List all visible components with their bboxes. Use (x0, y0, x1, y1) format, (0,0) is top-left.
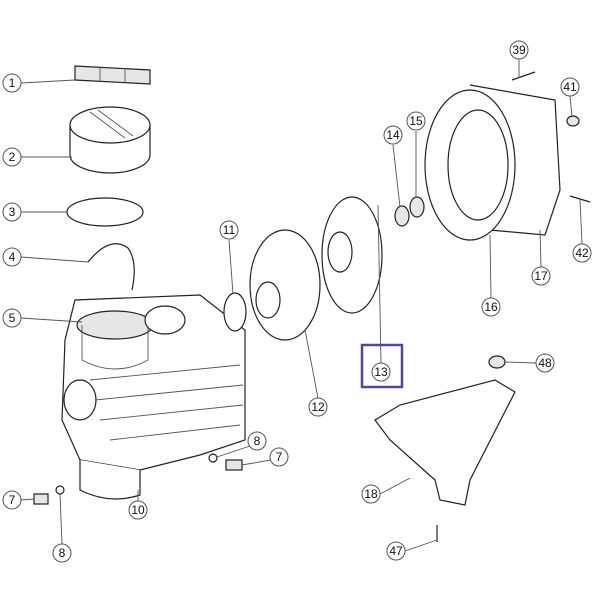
callout-label: 16 (484, 300, 498, 314)
callout-circle (269, 447, 289, 467)
callout-label: 42 (575, 246, 589, 260)
callout-circle (371, 362, 391, 382)
callout-label: 2 (9, 150, 16, 164)
callout-circle (2, 490, 22, 510)
part-39-bolt (511, 71, 536, 81)
part-11-o-ring (223, 292, 247, 332)
callout-label: 8 (59, 546, 66, 560)
callout-10: 10 (128, 500, 148, 520)
callout-18: 18 (361, 484, 381, 504)
part-42-bolt (569, 195, 591, 203)
callout-label: 14 (386, 128, 400, 142)
callout-15: 15 (406, 111, 426, 131)
callout-3: 3 (2, 202, 22, 222)
callout-8: 8 (52, 543, 72, 563)
callout-circle (361, 484, 381, 504)
callout-label: 48 (538, 356, 552, 370)
callout-circle (2, 247, 22, 267)
part-16-17-motor-bracket (424, 84, 561, 241)
callout-circle (2, 147, 22, 167)
callout-42: 42 (572, 243, 592, 263)
callout-label: 7 (276, 450, 283, 464)
callout-circle (572, 243, 592, 263)
part-1-cover-handle (74, 65, 151, 85)
callout-4: 4 (2, 247, 22, 267)
callout-circle (52, 543, 72, 563)
callout-circle (2, 73, 22, 93)
callout-1: 1 (2, 73, 22, 93)
part-7-plug (225, 459, 243, 471)
callout-circle (481, 297, 501, 317)
callout-circle (2, 308, 22, 328)
callout-39: 39 (509, 40, 529, 60)
highlight-box-13 (360, 343, 404, 389)
callout-5: 5 (2, 308, 22, 328)
part-7-plug (33, 493, 49, 505)
callout-label: 17 (534, 269, 548, 283)
callout-circle (2, 202, 22, 222)
part-4-clip (87, 243, 135, 291)
callout-circle (406, 111, 426, 131)
callout-12: 12 (308, 397, 328, 417)
callout-label: 41 (563, 80, 577, 94)
callout-16: 16 (481, 297, 501, 317)
part-8-o-ring (208, 453, 218, 463)
callout-label: 7 (9, 493, 16, 507)
callout-label: 12 (311, 400, 325, 414)
callout-label: 15 (409, 114, 423, 128)
callout-label: 8 (254, 434, 261, 448)
part-41-washer (566, 115, 580, 127)
callout-41: 41 (560, 77, 580, 97)
part-18-foot-bracket (374, 379, 516, 506)
callout-label: 11 (223, 223, 236, 237)
callout-circle (386, 541, 406, 561)
part-10-pump-body (61, 294, 246, 500)
part-12-diffuser (249, 229, 321, 341)
callout-7: 7 (2, 490, 22, 510)
part-2-lid (69, 106, 151, 174)
callout-label: 1 (9, 76, 16, 90)
part-14-bearing (394, 205, 410, 227)
part-5-basket (76, 310, 154, 340)
callout-11: 11 (219, 220, 239, 240)
callout-14: 14 (383, 125, 403, 145)
callout-13: 13 (371, 362, 391, 382)
callout-circle (535, 353, 555, 373)
callout-circle (128, 500, 148, 520)
callout-48: 48 (535, 353, 555, 373)
callout-47: 47 (386, 541, 406, 561)
callout-7: 7 (269, 447, 289, 467)
callout-8: 8 (247, 431, 267, 451)
callout-circle (531, 266, 551, 286)
callout-17: 17 (531, 266, 551, 286)
leader-lines (20, 59, 583, 552)
callout-circle (219, 220, 239, 240)
callout-label: 5 (9, 311, 16, 325)
part-8-o-ring (55, 485, 65, 495)
part-13-impeller (321, 196, 383, 314)
callout-circle (560, 77, 580, 97)
part-48-washer (488, 355, 506, 369)
callout-label: 3 (9, 205, 16, 219)
callout-label: 13 (374, 365, 388, 379)
callout-label: 18 (364, 487, 378, 501)
part-15-seal (409, 196, 425, 218)
callout-circle (308, 397, 328, 417)
callout-label: 47 (389, 544, 403, 558)
callout-label: 10 (131, 503, 145, 517)
callout-label: 39 (512, 43, 526, 57)
callout-circle (509, 40, 529, 60)
callout-circle (247, 431, 267, 451)
part-3-o-ring (66, 197, 144, 227)
callout-label: 4 (9, 250, 16, 264)
callout-2: 2 (2, 147, 22, 167)
callout-circle (383, 125, 403, 145)
